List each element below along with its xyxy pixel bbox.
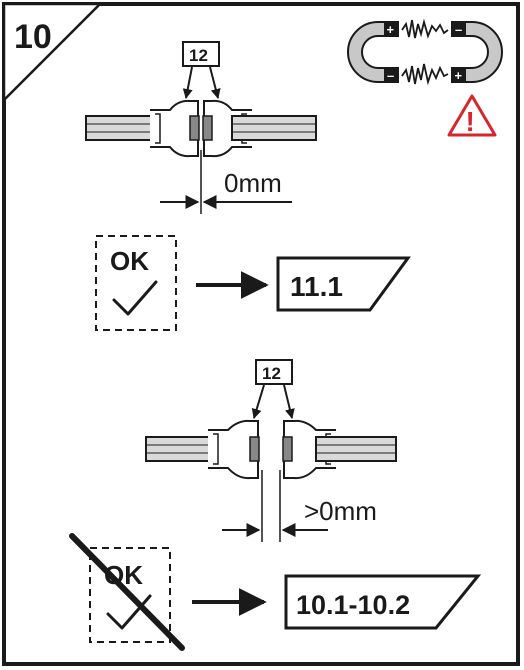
magnetic-seal-left xyxy=(150,99,200,158)
page-frame xyxy=(2,2,520,666)
magnet-minus-top: – xyxy=(455,22,462,37)
ok-box xyxy=(89,547,171,643)
part-label-box xyxy=(255,359,293,385)
check-icon xyxy=(112,280,158,316)
magnet-plus-top: + xyxy=(387,22,395,37)
repel-wave-bottom xyxy=(401,63,449,86)
warning-triangle-icon: ! xyxy=(447,94,497,137)
ok-box xyxy=(95,235,177,331)
glass-panel-right xyxy=(315,436,397,462)
step-number: 10 xyxy=(14,18,52,56)
ok-label: OK xyxy=(110,246,149,276)
magnetic-seal-right xyxy=(202,99,252,158)
correct-case: 12 0mm xyxy=(85,41,411,331)
part-label-box xyxy=(182,41,220,67)
gap-label: >0mm xyxy=(304,496,377,526)
part-label: 12 xyxy=(189,46,208,65)
next-step-box xyxy=(284,574,482,630)
magnet-minus-bottom: – xyxy=(387,68,394,83)
magnet-polarity-icon: + – – + xyxy=(347,18,503,86)
next-step-label: 10.1-10.2 xyxy=(296,590,410,620)
warning-mark: ! xyxy=(466,106,475,137)
magnet-plus-bottom: + xyxy=(455,68,463,83)
magnetic-seal-right xyxy=(282,419,336,480)
pointer-arrow-left xyxy=(251,384,265,419)
next-step-label: 11.1 xyxy=(290,271,343,302)
repel-wave-top xyxy=(401,18,449,39)
step-number-corner: 10 xyxy=(2,2,104,104)
pointer-arrow-right xyxy=(283,384,295,419)
magnetic-seal-left xyxy=(208,419,260,480)
incorrect-case: 12 >0mm xyxy=(69,359,482,651)
gap-label: 0mm xyxy=(224,168,282,198)
cross-out-icon xyxy=(69,533,185,651)
next-step-box xyxy=(276,256,411,312)
pointer-arrow-right xyxy=(209,66,221,99)
glass-panel-right xyxy=(231,115,317,141)
part-label: 12 xyxy=(262,364,281,383)
pointer-arrow-left xyxy=(182,66,193,99)
